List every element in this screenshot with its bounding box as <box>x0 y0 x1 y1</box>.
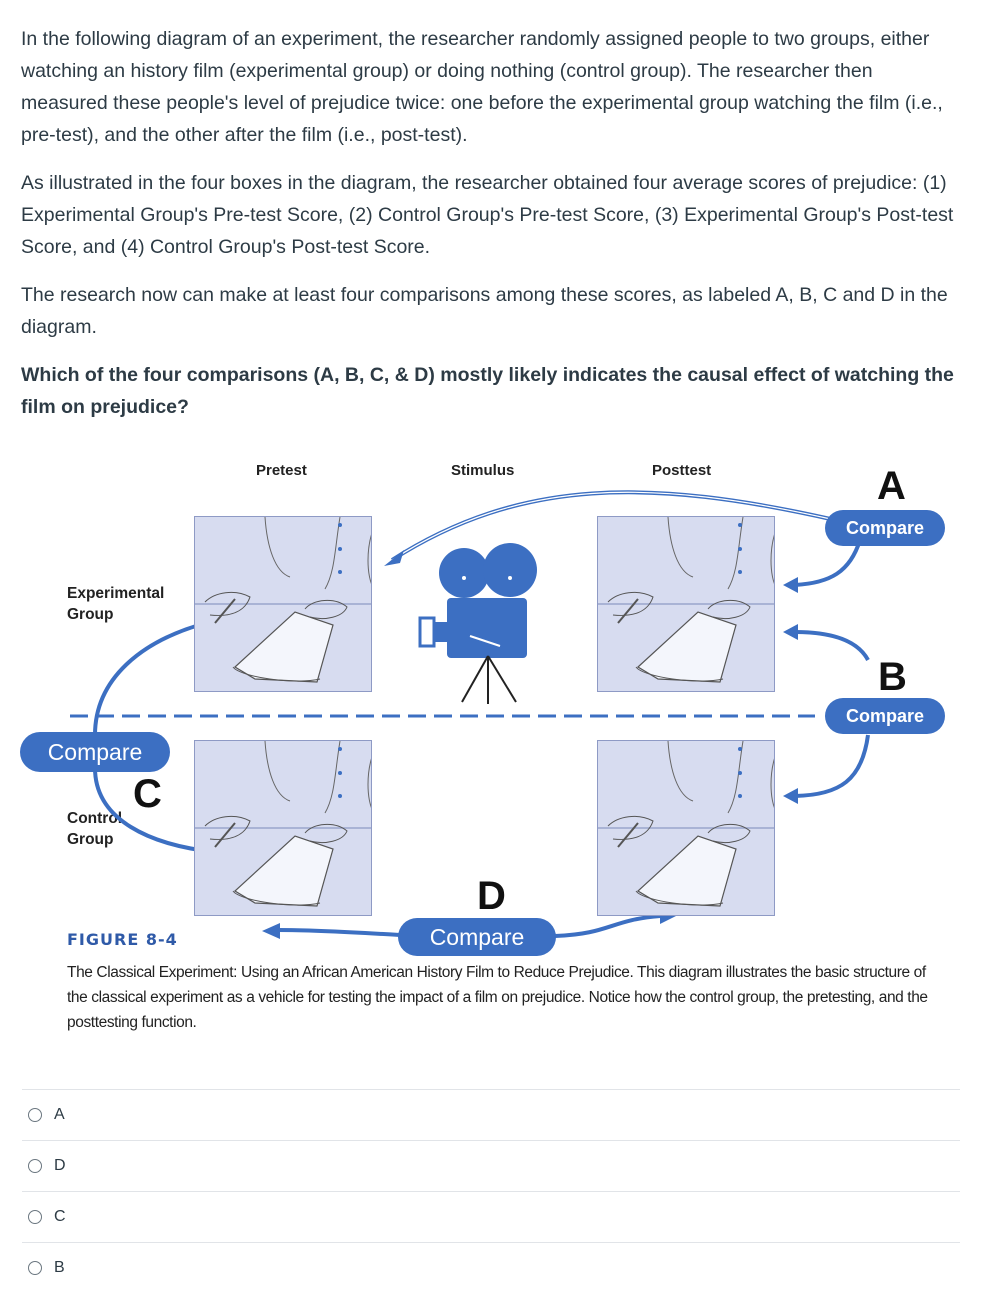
diagram-arrows <box>70 490 870 939</box>
compare-b-pill: Compare <box>825 698 945 734</box>
experimental-group-label: Experimental Group <box>67 585 165 623</box>
control-posttest-panel <box>597 740 775 916</box>
pretest-header: Pretest <box>256 462 307 479</box>
answer-option-b[interactable]: B <box>22 1242 960 1293</box>
arrow-d-left <box>277 928 401 937</box>
comparison-d-letter: D <box>477 874 506 918</box>
question-prompt-text: Which of the four comparisons (A, B, C, … <box>21 364 954 418</box>
writing-hand-illustration <box>598 517 774 683</box>
experimental-posttest-panel <box>597 516 775 692</box>
arrow-c-lower <box>93 767 216 854</box>
figure-caption-text: The Classical Experiment: Using an Afric… <box>67 964 928 1031</box>
arrow-b-upper-head <box>783 624 798 640</box>
answer-option-c[interactable]: C <box>22 1191 960 1242</box>
arrow-b-lower <box>794 734 870 798</box>
answer-option-d[interactable]: D <box>22 1140 960 1191</box>
radio-button[interactable] <box>28 1108 42 1122</box>
answer-options: A D C B <box>22 1089 960 1293</box>
answer-option-label: B <box>54 1259 65 1276</box>
comparison-b-letter: B <box>878 655 907 699</box>
answer-option-label: D <box>54 1157 66 1174</box>
writing-hand-illustration <box>195 741 371 907</box>
arrow-b-upper <box>794 630 870 662</box>
compare-a-pill: Compare <box>825 510 945 546</box>
arrow-a-head <box>384 550 404 566</box>
arrow-b-lower-head <box>783 788 798 804</box>
arrow-d-left-head <box>262 923 280 939</box>
question-paragraph-3: The research now can make at least four … <box>21 284 948 338</box>
control-pretest-panel <box>194 740 372 916</box>
compare-c-pill: Compare <box>20 732 170 772</box>
comparison-a-letter: A <box>877 464 906 508</box>
figure-caption-title: FIGURE 8-4 <box>67 930 178 949</box>
answer-option-a[interactable]: A <box>22 1089 960 1140</box>
arrow-d-right <box>554 914 661 938</box>
answer-option-label: A <box>54 1106 65 1123</box>
question-paragraph-1: In the following diagram of an experimen… <box>21 28 943 146</box>
posttest-header: Posttest <box>652 462 712 479</box>
arrow-c-upper <box>93 620 211 736</box>
radio-button[interactable] <box>28 1261 42 1275</box>
experiment-diagram: Pretest Stimulus Posttest Experimental G… <box>0 450 986 1050</box>
answer-option-label: C <box>54 1208 66 1225</box>
experimental-pretest-panel <box>194 516 372 692</box>
stimulus-header: Stimulus <box>451 462 515 479</box>
question-paragraph-2: As illustrated in the four boxes in the … <box>21 172 954 258</box>
comparison-c-letter: C <box>133 772 162 816</box>
writing-hand-illustration <box>195 517 371 683</box>
arrow-a-top-highlight <box>391 491 836 561</box>
compare-d-pill: Compare <box>398 918 556 956</box>
radio-button[interactable] <box>28 1210 42 1224</box>
film-camera-icon <box>418 543 537 704</box>
arrow-a-lower <box>794 539 862 587</box>
arrow-a-lower-head <box>783 577 798 593</box>
control-group-label: Control Group <box>67 808 129 850</box>
question-prompt: Which of the four comparisons (A, B, C, … <box>21 359 961 423</box>
writing-hand-illustration <box>598 741 774 907</box>
radio-button[interactable] <box>28 1159 42 1173</box>
